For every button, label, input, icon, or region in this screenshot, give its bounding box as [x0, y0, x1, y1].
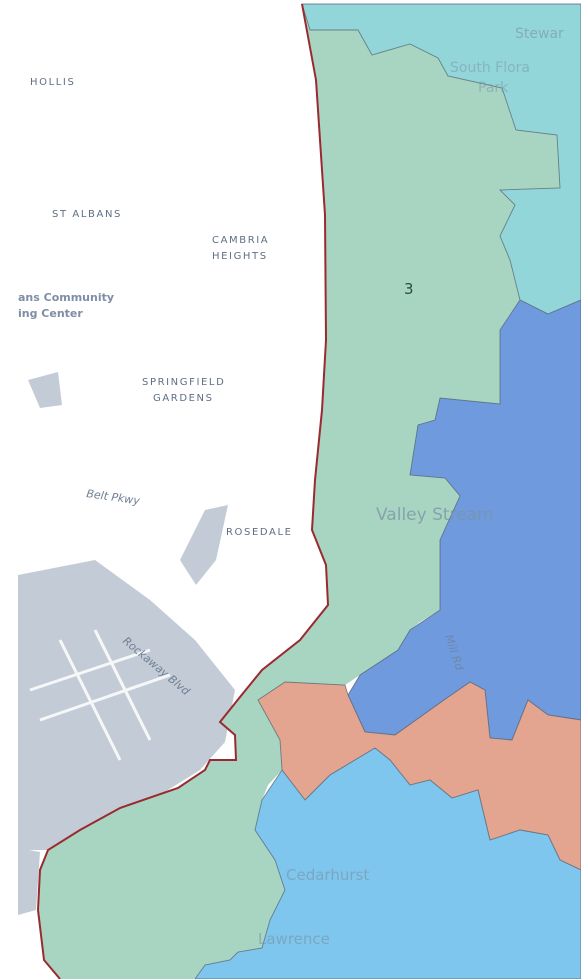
label-cedarhurst: Cedarhurst — [286, 866, 369, 884]
label-springfield-gardens-2: GARDENS — [153, 393, 214, 404]
water-area — [18, 372, 235, 915]
label-rosedale: ROSEDALE — [226, 527, 293, 538]
label-hollis: HOLLIS — [30, 77, 75, 88]
district-3-number: 3 — [404, 280, 414, 298]
label-lawrence: Lawrence — [258, 930, 330, 948]
label-cambria-heights-2: HEIGHTS — [212, 251, 268, 262]
label-valley-stream: Valley Stream — [376, 505, 494, 525]
county-boundary — [36, 3, 330, 979]
label-community-center-1: ans Community — [18, 291, 114, 304]
label-st-albans: ST ALBANS — [52, 209, 122, 220]
district-3 — [38, 4, 560, 979]
airport-runways — [29, 629, 171, 761]
label-stewart: Stewar — [515, 26, 564, 42]
label-cambria-heights-1: CAMBRIA — [212, 235, 269, 246]
label-south-floral-park-2: Park — [478, 80, 509, 96]
label-south-floral-park-1: South Flora — [450, 60, 530, 76]
label-community-center-2: ing Center — [18, 307, 83, 320]
label-springfield-gardens-1: SPRINGFIELD — [142, 377, 225, 388]
